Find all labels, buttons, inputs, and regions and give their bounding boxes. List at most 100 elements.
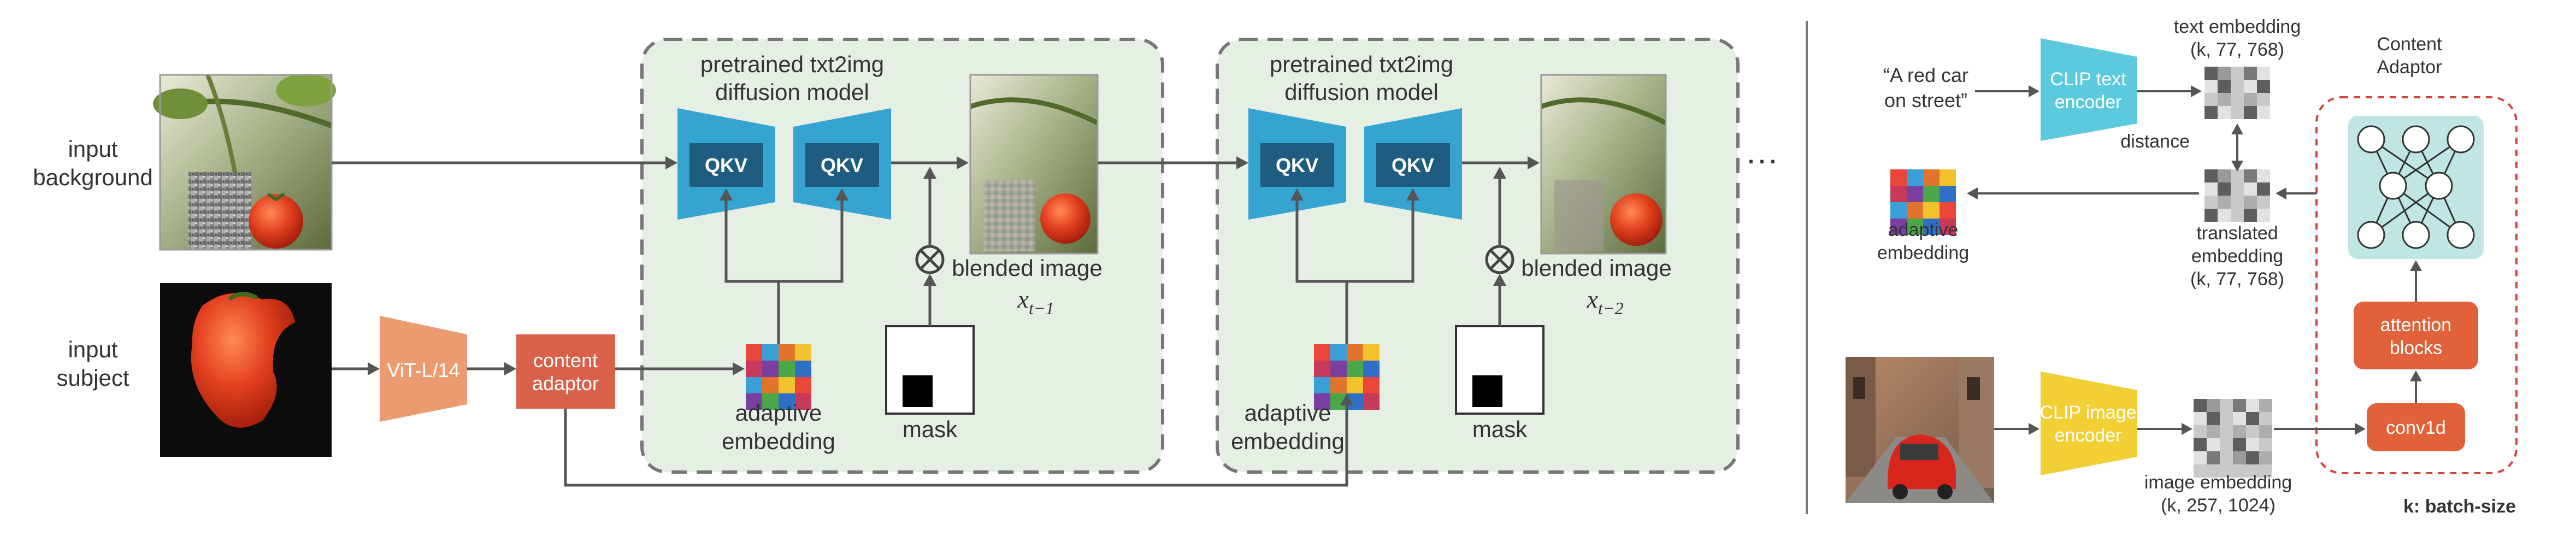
embedding-cell [2231,93,2244,106]
image-embedding-grid [2194,399,2272,478]
embedding-cell [2233,412,2246,425]
vit-encoder-label: ViT-L/14 [387,359,459,381]
mosaic-cell [1314,377,1330,393]
embedding-cell [2259,451,2272,464]
embedding-cell [2244,169,2257,182]
mosaic-cell [1314,344,1330,361]
embedding-cell [2246,425,2259,438]
embedding-cell [2231,80,2244,93]
mosaic-cell [762,393,779,410]
embedding-cell [2204,196,2218,209]
ellipsis: ··· [1746,141,1778,178]
embedding-cell [2194,438,2207,451]
mosaic-cell [1940,186,1956,202]
embedding-cell [2257,209,2270,222]
embedding-cell [2218,106,2231,119]
mosaic-cell [1907,219,1923,235]
embedding-cell [2218,80,2231,93]
embedding-cell [2233,451,2246,464]
mosaic-cell [779,377,795,393]
mosaic-cell [795,361,811,377]
embedding-cell [2244,93,2257,106]
embedding-cell [2233,425,2246,438]
mosaic-cell [1363,361,1380,377]
mlp-node [2402,125,2430,154]
mosaic-cell [1907,186,1923,202]
embedding-cell [2204,80,2218,93]
embedding-cell [2259,412,2272,425]
embedding-cell [2194,451,2207,464]
mosaic-cell [1923,186,1940,202]
mosaic-cell [1940,219,1956,235]
qkv-label: QKV [1392,154,1434,176]
embedding-cell [2204,209,2218,222]
embedding-cell [2207,451,2220,464]
mosaic-cell [1330,361,1347,377]
batch-size-note: k: batch-size [2403,496,2516,517]
text-embedding-grid [2204,67,2270,119]
mosaic-cell [1890,202,1907,219]
mask-image-2 [1455,325,1545,415]
distance-label: distance [2120,131,2190,152]
embedding-cell [2194,399,2207,412]
conv1d-label: conv1d [2386,417,2446,438]
mask-label-1: mask [903,416,958,442]
mosaic-cell [746,361,762,377]
embedding-cell [2244,106,2257,119]
mlp-edge [2371,185,2439,236]
mlp-node [2357,125,2385,154]
mosaic-cell [779,361,795,377]
embedding-cell [2220,464,2233,478]
embedding-cell [2204,93,2218,106]
car-street-image [1846,357,1994,503]
embedding-cell [2207,425,2220,438]
mask-label-2: mask [1472,416,1528,442]
mlp-node [2357,221,2385,249]
mlp-node [2447,221,2475,249]
embedding-cell [2257,80,2270,93]
mosaic-cell [1890,186,1907,202]
embedding-cell [2244,196,2257,209]
embedding-cell [2257,169,2270,182]
content-adaptor-panel [2315,96,2518,474]
mosaic-cell [1940,202,1956,219]
qkv-block-2b [1376,143,1450,187]
embedding-cell [2220,451,2233,464]
attention-blocks-box [2354,302,2478,369]
embedding-cell [2194,425,2207,438]
right-adaptive-embedding-grid [1890,169,1956,235]
mosaic-cell [1890,219,1907,235]
embedding-cell [2204,67,2218,80]
mlp-node [2402,221,2430,249]
mosaic-cell [1923,169,1940,186]
mosaic-cell [1314,393,1330,410]
embedding-cell [2207,399,2220,412]
mosaic-cell [1330,377,1347,393]
embedding-cell [2246,438,2259,451]
embedding-cell [2207,412,2220,425]
blended-image-label-2: blended image [1521,255,1672,281]
embedding-cell [2231,196,2244,209]
embedding-cell [2204,106,2218,119]
embedding-cell [2259,425,2272,438]
left-connectors [332,156,1540,487]
qkv-block-1b [805,143,879,187]
mosaic-cell [1923,202,1940,219]
embedding-cell [2259,399,2272,412]
embedding-cell [2244,67,2257,80]
mosaic-cell [1363,377,1380,393]
embedding-cell [2259,438,2272,451]
embedding-cell [2220,412,2233,425]
mosaic-cell [1940,169,1956,186]
embedding-cell [2207,464,2220,478]
x-t-minus-1: xt−1 [1017,285,1054,318]
translated-embedding-grid [2204,169,2270,222]
